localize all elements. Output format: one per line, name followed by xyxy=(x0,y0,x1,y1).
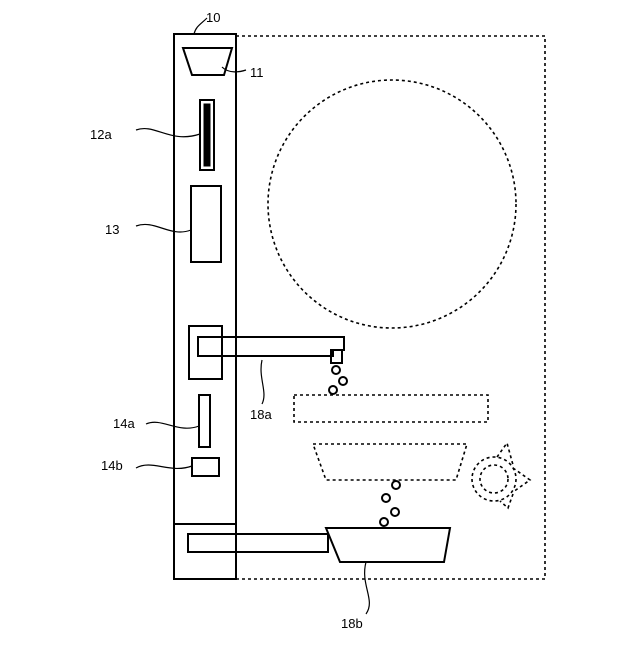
knob-tab-top xyxy=(497,443,513,465)
turntable-circle xyxy=(268,80,516,328)
slot-inner xyxy=(204,104,210,166)
label-button: 14b xyxy=(101,458,123,473)
label-upper-nozzle: 18a xyxy=(250,407,272,422)
pellet xyxy=(380,518,388,526)
knob-tab-bottom xyxy=(500,494,513,508)
leader-14a xyxy=(146,422,199,428)
leader-18a xyxy=(261,360,264,404)
leader-14b xyxy=(136,465,192,468)
lower-tray-arm xyxy=(188,534,328,552)
display-panel xyxy=(191,186,221,262)
lower-tray-bowl xyxy=(326,528,450,562)
upper-nozzle-base xyxy=(189,326,222,379)
leader-12a xyxy=(136,129,200,137)
button-rect xyxy=(192,458,219,476)
label-indicator: 14a xyxy=(113,416,135,431)
knob-inner-dashed xyxy=(480,465,508,493)
indicator-bar xyxy=(199,395,210,447)
pellet xyxy=(391,508,399,516)
pellet xyxy=(339,377,347,385)
label-lower-tray: 18b xyxy=(341,616,363,631)
leader-18b xyxy=(365,562,370,614)
lower-container-dashed xyxy=(313,444,467,480)
pellet xyxy=(332,366,340,374)
pellet xyxy=(382,494,390,502)
hopper-shape xyxy=(183,48,232,75)
knob-outer-dashed xyxy=(472,457,516,501)
label-hopper: 11 xyxy=(250,65,264,80)
upper-nozzle-arm xyxy=(198,337,344,356)
label-device: 10 xyxy=(206,10,220,25)
upper-tray-dashed xyxy=(294,395,488,422)
label-slot: 12a xyxy=(90,127,112,142)
pellet xyxy=(392,481,400,489)
pellet xyxy=(329,386,337,394)
leader-13 xyxy=(136,224,191,232)
label-display: 13 xyxy=(105,222,119,237)
